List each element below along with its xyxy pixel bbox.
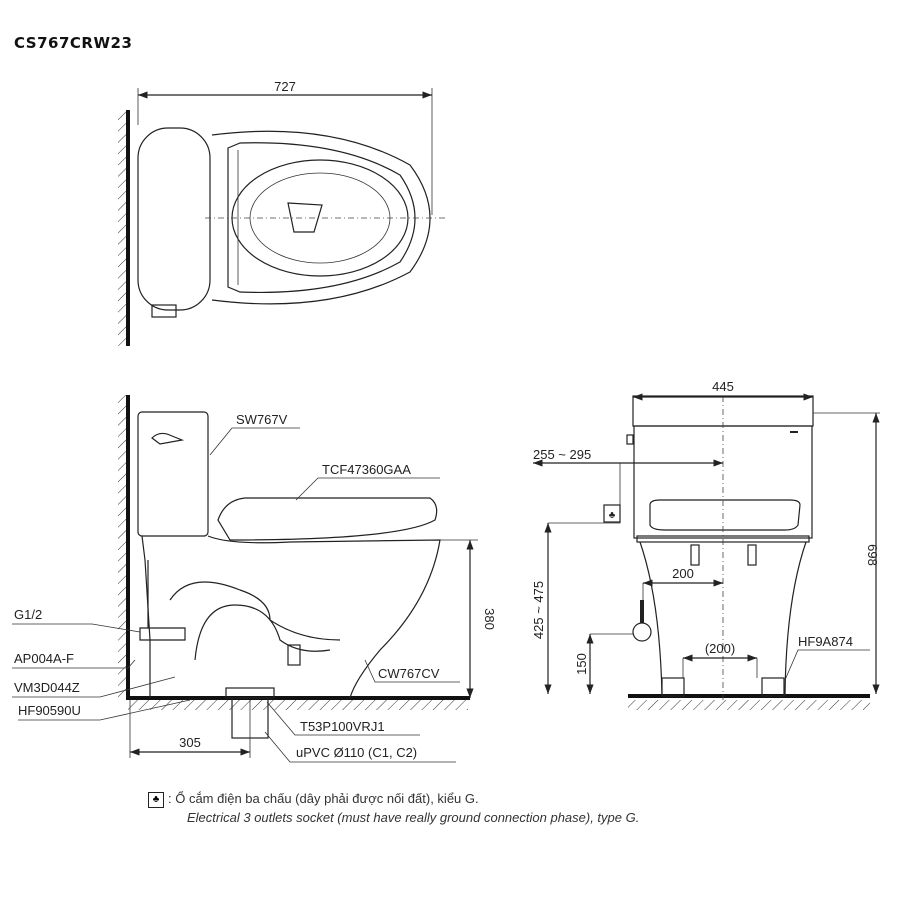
flush-lever: [151, 432, 185, 445]
valve-circle: [632, 622, 652, 642]
wall-hatch: [118, 110, 128, 346]
seat-top: [227, 142, 416, 293]
trapway: [169, 581, 341, 641]
label-valve-thread: G1/2: [14, 607, 42, 622]
dim-200: 200: [672, 566, 694, 581]
drain-outlet: [287, 202, 323, 233]
label-hose: AP004A-F: [14, 651, 74, 666]
dim-255-295: 255 ~ 295: [533, 447, 591, 462]
bowl-front-left: [639, 541, 663, 697]
tank-side: [137, 411, 209, 537]
label-stop-valve: VM3D044Z: [14, 680, 80, 695]
label-floor-bolt: HF90590U: [18, 703, 81, 718]
top-view: 727: [118, 79, 445, 346]
socket-icon: ♣: [148, 792, 164, 808]
model-title: CS767CRW23: [14, 34, 133, 52]
tank-top: [137, 127, 211, 311]
dim-305: 305: [179, 735, 201, 750]
dim-380: 380: [482, 608, 497, 630]
dim-150: 150: [574, 653, 589, 675]
label-flange: T53P100VRJ1: [300, 719, 385, 734]
dim-445: 445: [712, 379, 734, 394]
label-bolt: HF9A874: [798, 634, 853, 649]
legend-en: Electrical 3 outlets socket (must have r…: [187, 810, 640, 825]
side-view: 380 305 SW767V TCF47360GAA CW767CV G1/2 …: [12, 395, 497, 763]
tank-front: [633, 425, 813, 539]
seat-front: [649, 499, 801, 531]
socket-icon: [603, 504, 621, 523]
svg-text:♣: ♣: [609, 510, 616, 521]
bowl-front-right: [784, 541, 807, 697]
dim-727: 727: [274, 79, 296, 94]
label-pipe: uPVC Ø110 (C1, C2): [296, 745, 417, 760]
dim-200-bolt: (200): [705, 641, 735, 656]
seat-side: [217, 497, 438, 541]
bowl-outline: [211, 130, 431, 305]
dim-698: 698: [865, 544, 880, 566]
stop-valve: [139, 627, 186, 641]
label-seat: TCF47360GAA: [322, 462, 411, 477]
label-bowl: CW767CV: [378, 666, 440, 681]
bowl-side: [207, 535, 441, 699]
label-tank: SW767V: [236, 412, 288, 427]
dim-425-475: 425 ~ 475: [531, 581, 546, 639]
legend-vi: : Ổ cắm điện ba chấu (dây phải được nối …: [168, 791, 479, 806]
front-view: 445 698 255 ~ 295 ♣ 425 ~ 475 200 150 (2…: [531, 379, 880, 710]
